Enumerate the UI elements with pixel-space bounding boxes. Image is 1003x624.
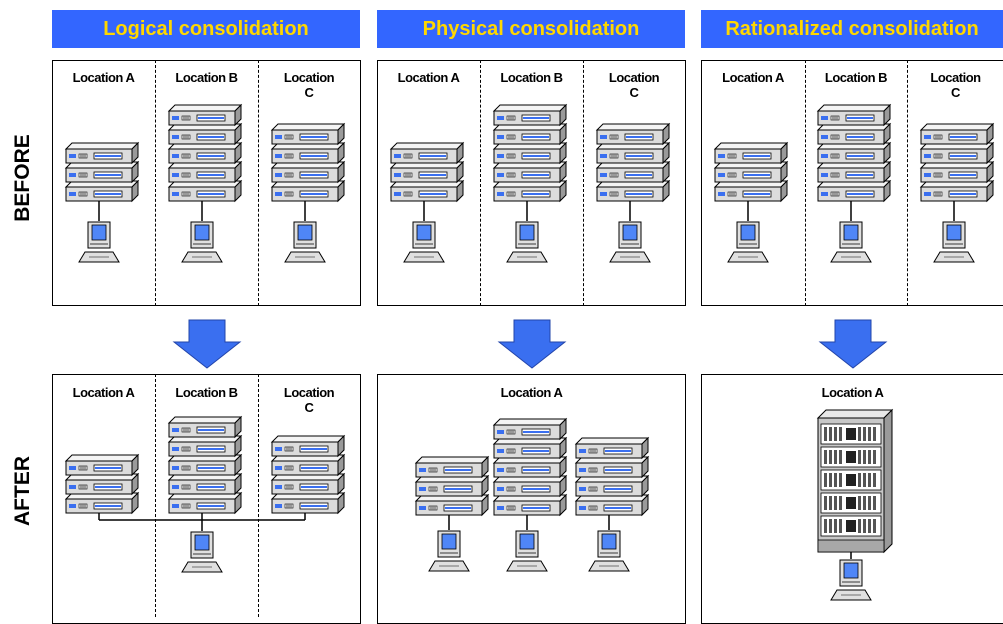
header-physical-consolidation: Physical consolidation bbox=[377, 10, 685, 48]
row-label-after: AFTER bbox=[11, 456, 34, 526]
header-rationalized-consolidation: Rationalized consolidation bbox=[701, 10, 1003, 48]
location-c-line1: Location bbox=[283, 70, 335, 85]
location-b-label: Location B bbox=[175, 385, 238, 400]
row-label-before: BEFORE bbox=[11, 134, 34, 222]
down-arrow-icon bbox=[173, 319, 241, 369]
location-c-line1: Location bbox=[283, 385, 335, 400]
down-arrow-icon bbox=[819, 319, 887, 369]
location-a-label: Location A bbox=[72, 385, 135, 400]
location-c-label: Location C bbox=[584, 70, 684, 100]
location-c-label: Location C bbox=[259, 70, 359, 100]
location-a-label: Location A bbox=[500, 385, 563, 400]
location-c-line2: C bbox=[304, 400, 314, 415]
location-c-line1: Location bbox=[930, 70, 981, 85]
down-arrow-icon bbox=[498, 319, 566, 369]
panel-physical-after bbox=[377, 374, 686, 624]
divider-logical-before-1 bbox=[155, 60, 156, 306]
location-a-label: Location A bbox=[397, 70, 460, 85]
location-b-label: Location B bbox=[175, 70, 238, 85]
location-a-label: Location A bbox=[72, 70, 135, 85]
divider-physical-before-1 bbox=[480, 60, 481, 306]
location-c-line2: C bbox=[951, 85, 960, 100]
header-logical-consolidation: Logical consolidation bbox=[52, 10, 360, 48]
location-c-line1: Location bbox=[608, 70, 660, 85]
panel-rationalized-after bbox=[701, 374, 1003, 624]
divider-logical-after-2 bbox=[258, 374, 259, 617]
divider-rationalized-before-1 bbox=[805, 60, 806, 306]
location-c-label: Location C bbox=[259, 385, 359, 415]
location-c-label: Location C bbox=[908, 70, 1003, 100]
location-a-label: Location A bbox=[821, 385, 884, 400]
divider-physical-before-2 bbox=[583, 60, 584, 306]
location-c-line2: C bbox=[629, 85, 639, 100]
divider-logical-before-2 bbox=[258, 60, 259, 306]
location-b-label: Location B bbox=[824, 70, 888, 85]
location-c-line2: C bbox=[304, 85, 314, 100]
location-b-label: Location B bbox=[500, 70, 563, 85]
location-a-label: Location A bbox=[722, 70, 784, 85]
divider-logical-after-1 bbox=[155, 374, 156, 617]
divider-rationalized-before-2 bbox=[907, 60, 908, 306]
